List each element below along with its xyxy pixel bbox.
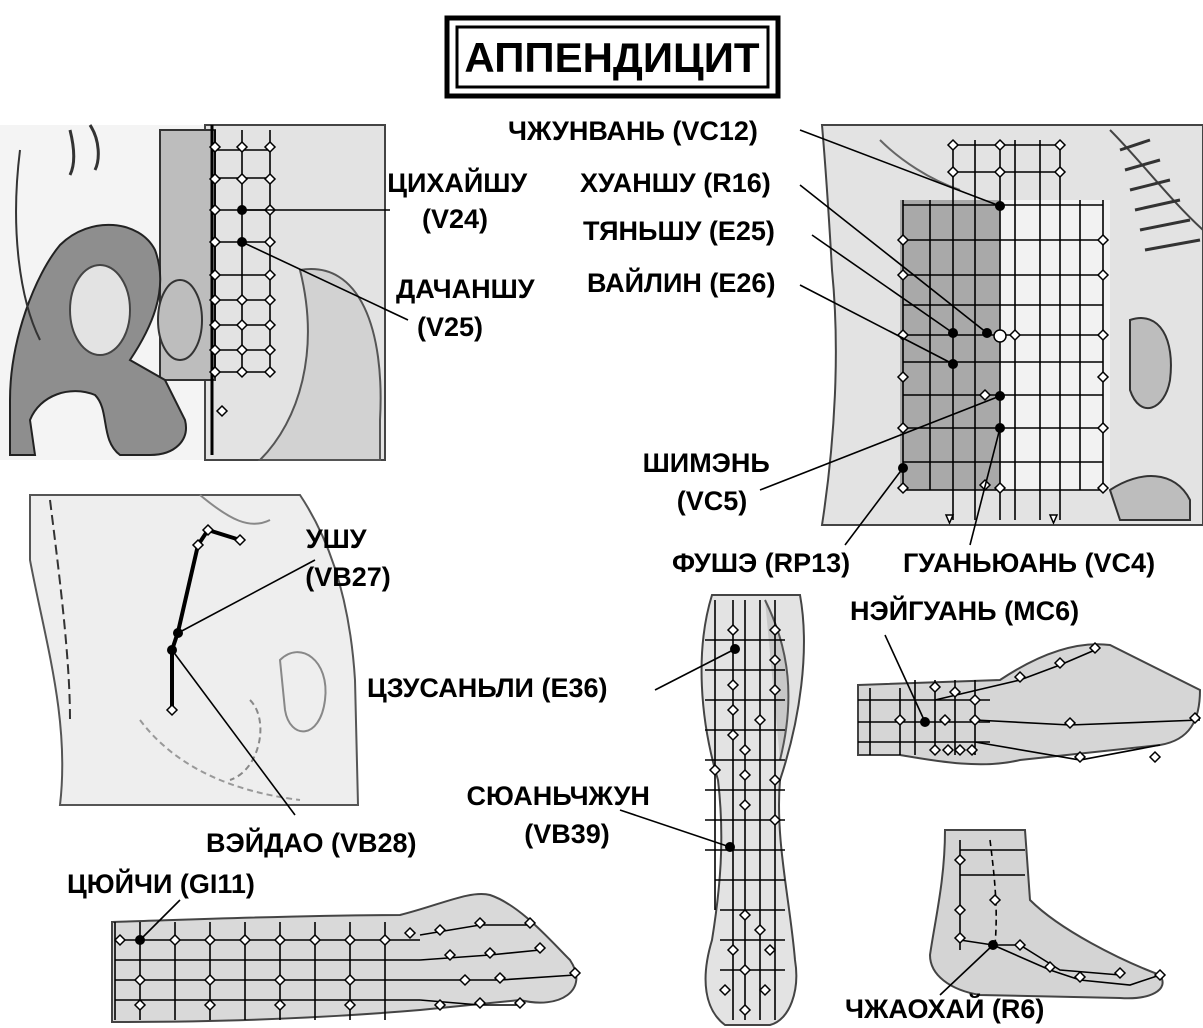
label-vb28: ВЭЙДАО (VB28) <box>206 827 417 858</box>
foot-illustration <box>930 830 1163 998</box>
label-v25: ДАЧАНШУ (V25) <box>396 274 542 342</box>
label-vc5: ШИМЭНЬ (VC5) <box>643 448 778 516</box>
label-e25: ТЯНЬШУ (E25) <box>583 216 775 246</box>
label-r16: ХУАНШУ (R16) <box>580 168 771 198</box>
label-e26: ВАЙЛИН (E26) <box>587 267 775 298</box>
label-vc12: ЧЖУНВАНЬ (VC12) <box>508 116 758 146</box>
pelvis-back-illustration <box>0 125 385 460</box>
label-vb39: СЮАНЬЧЖУН (VB39) <box>467 781 658 849</box>
forearm-bottom-illustration <box>112 894 576 1022</box>
label-vc4: ГУАНЬЮАНЬ (VC4) <box>903 548 1155 578</box>
label-v24: ЦИХАЙШУ (V24) <box>387 167 535 234</box>
label-gi11: ЦЮЙЧИ (GI11) <box>67 868 255 899</box>
label-e36: ЦЗУСАНЬЛИ (E36) <box>367 673 607 703</box>
page-title: АППЕНДИЦИТ <box>464 34 759 81</box>
title-box: АППЕНДИЦИТ <box>447 18 778 96</box>
forearm-right-illustration <box>858 644 1200 764</box>
label-rp13: ФУШЭ (RP13) <box>672 548 850 578</box>
label-mc6: НЭЙГУАНЬ (MC6) <box>850 595 1079 626</box>
leg-illustration <box>702 595 804 1025</box>
label-r6: ЧЖАОХАЙ (R6) <box>845 993 1044 1024</box>
